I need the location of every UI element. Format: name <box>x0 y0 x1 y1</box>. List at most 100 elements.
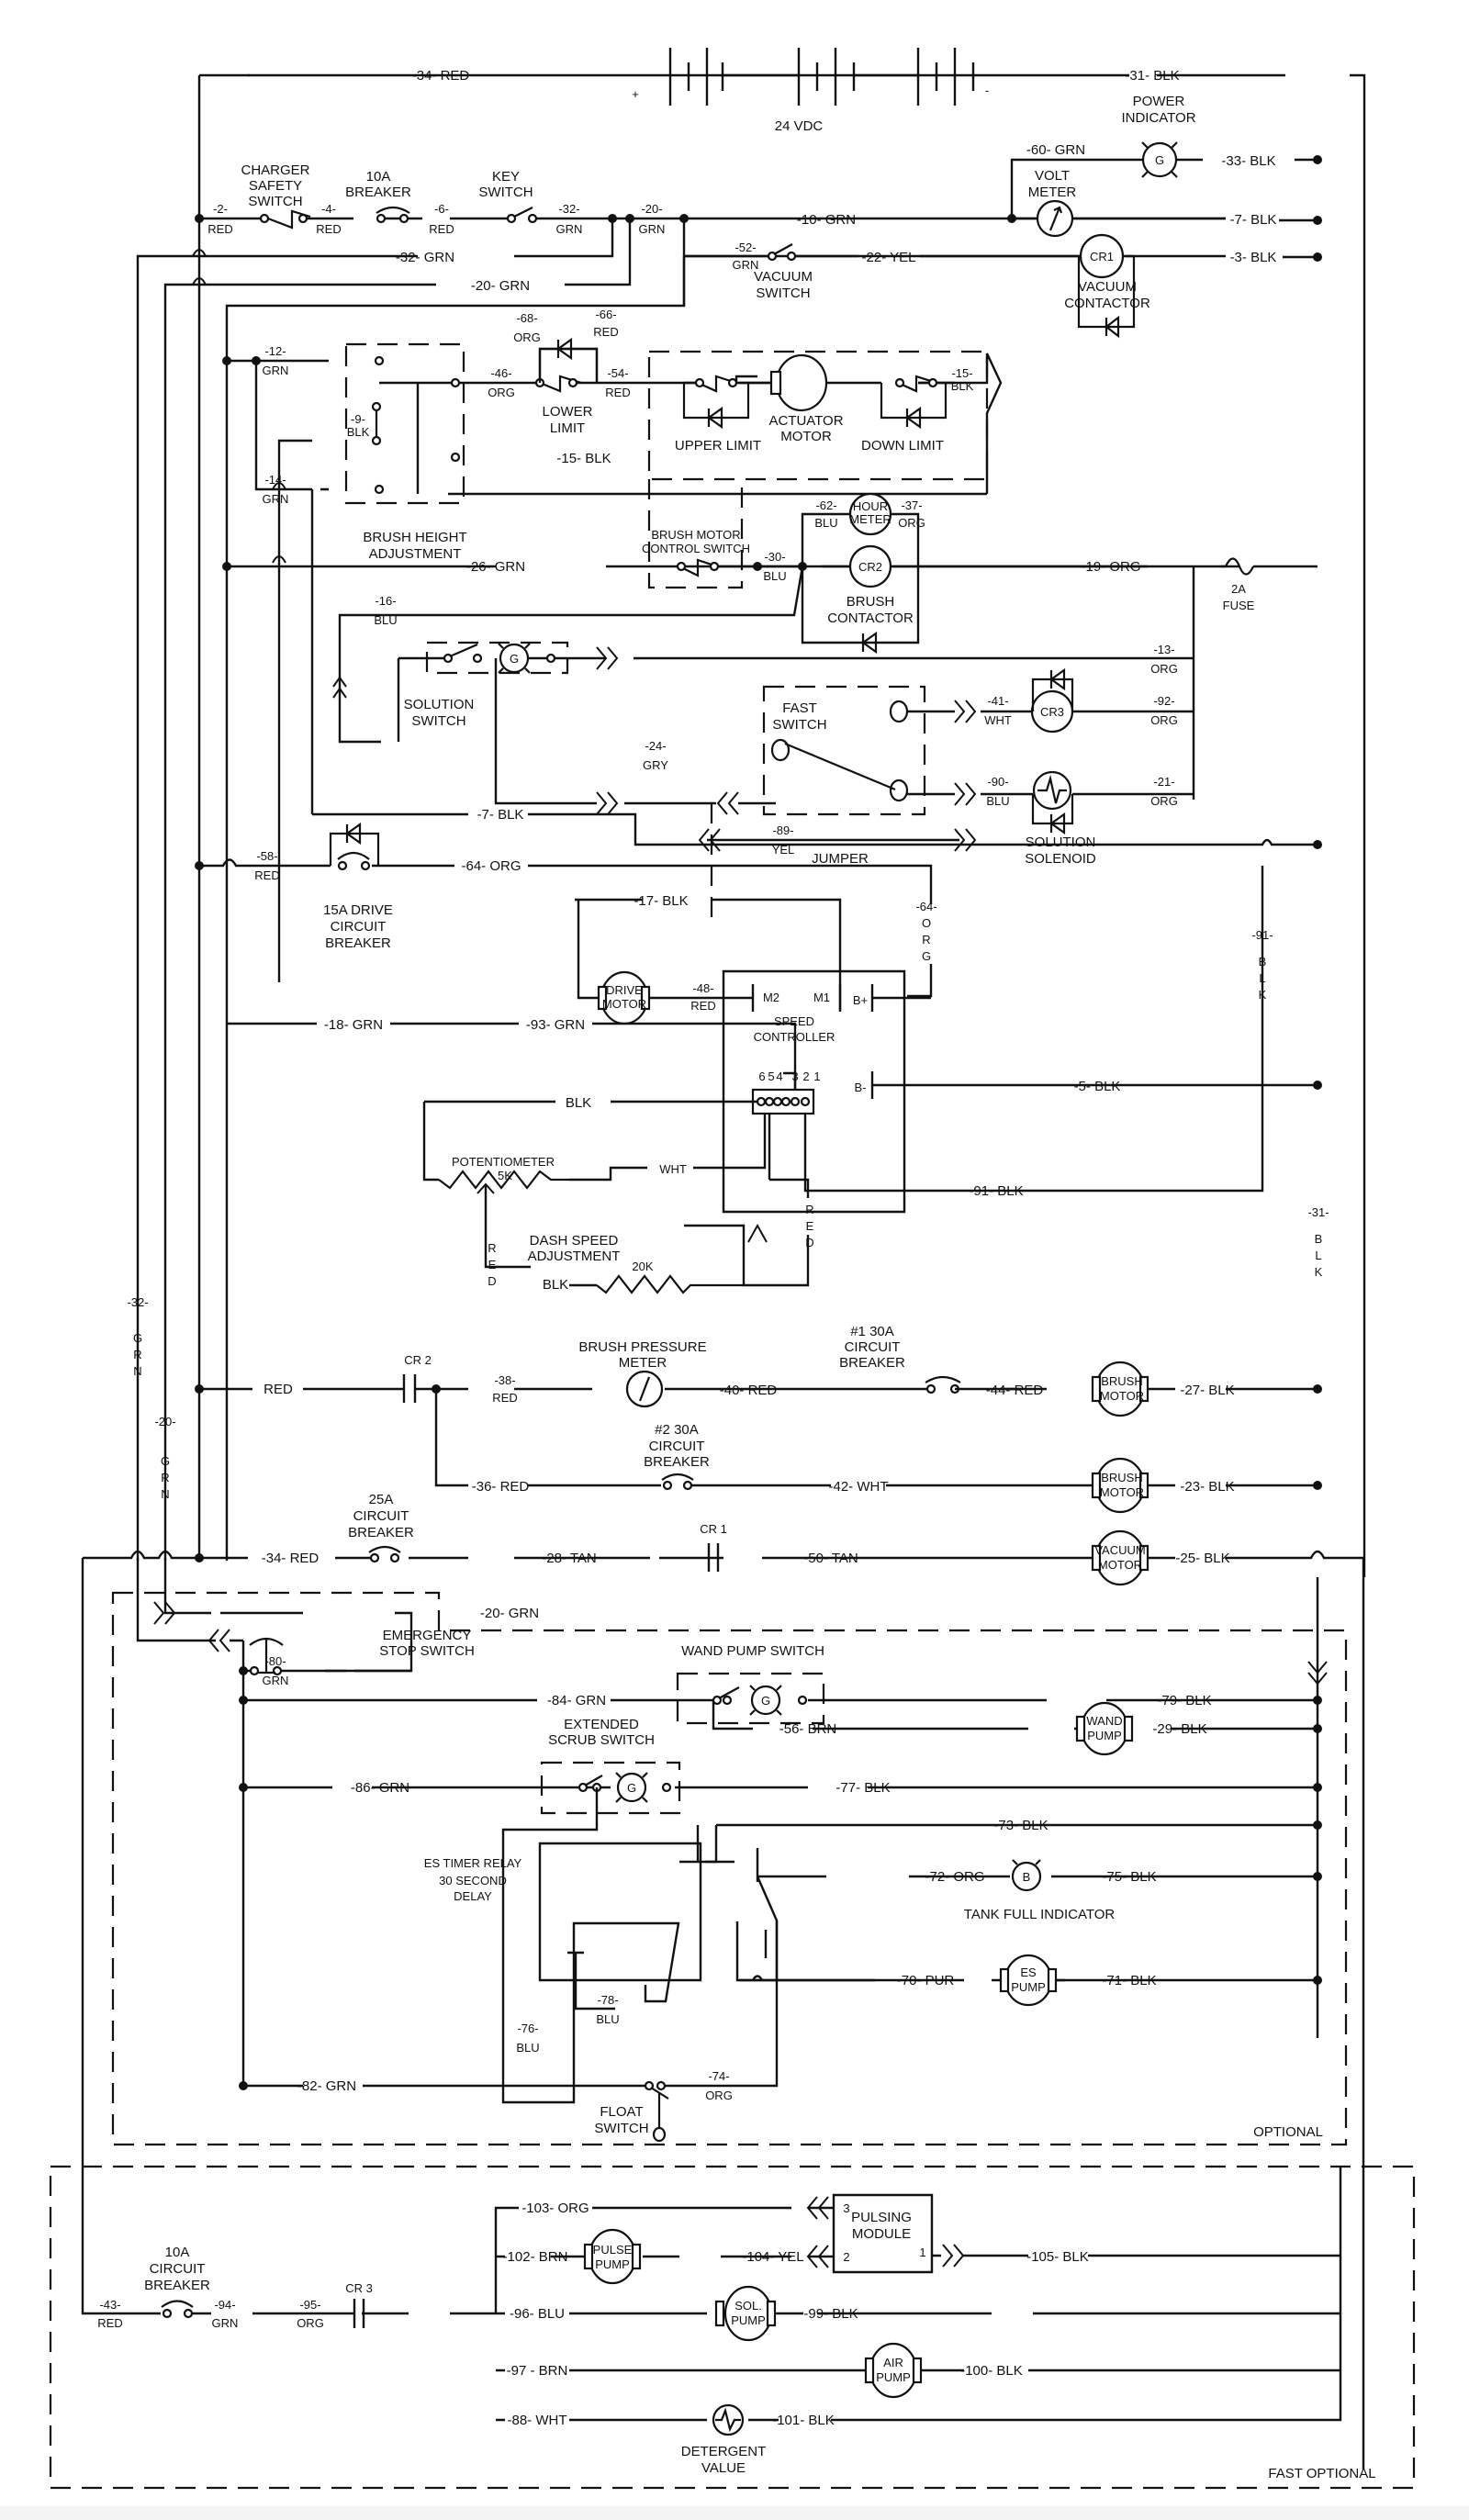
lamp-letter: G <box>761 1694 770 1708</box>
wire-label: -42- WHT <box>829 1479 889 1495</box>
wire-label: -97 - BRN <box>507 2363 568 2379</box>
wire-label: ORG <box>513 330 541 344</box>
wire-label: -31- <box>1307 1205 1329 1219</box>
wire-7-blk-path <box>312 812 1322 849</box>
breaker25-label: 25A <box>369 1492 394 1507</box>
wire-label: BLU <box>814 516 837 530</box>
wire-label: -76- <box>517 2022 538 2035</box>
wire-label: -41- <box>987 694 1008 708</box>
wire-label: D <box>805 1236 813 1249</box>
wire-label: -10- GRN <box>797 212 856 228</box>
wire-label: -75- BLK <box>1102 1869 1156 1885</box>
breaker25-label: BREAKER <box>348 1525 414 1540</box>
wire-label: -56- BRN <box>779 1721 837 1737</box>
vacuum-motor-label: MOTOR <box>1098 1558 1142 1572</box>
wire-label: -78- <box>597 1993 618 2007</box>
wire-label: -28- TAN <box>542 1551 596 1566</box>
breaker10-label: 10A <box>165 2245 190 2260</box>
lower-limit-label: LOWER <box>542 404 592 420</box>
brush-pressure-meter-label: METER <box>619 1355 667 1371</box>
breaker1-label: BREAKER <box>839 1355 905 1371</box>
wire-label: -105- BLK <box>1026 2249 1089 2265</box>
page-bottom-edge <box>0 2506 1469 2520</box>
wire-label: -32- <box>558 202 579 216</box>
wire-label: -7- BLK <box>1230 212 1277 228</box>
pin-label: 6 <box>758 1070 765 1083</box>
down-limit-label: DOWN LIMIT <box>861 438 944 454</box>
drive-circuit-breaker-row <box>195 822 933 998</box>
es-pump-label: PUMP <box>1011 1980 1046 1994</box>
wire-label: GRY <box>643 758 668 772</box>
wire-label: -38- <box>494 1373 515 1387</box>
actuator-motor-label: ACTUATOR <box>768 413 843 429</box>
wire-label: RED <box>264 1382 293 1397</box>
key-switch-row <box>136 214 1226 1561</box>
brush-height-adjustment-label: BRUSH HEIGHT <box>363 530 466 545</box>
wire-label: D <box>488 1274 496 1288</box>
wire-label: K <box>1259 988 1267 1002</box>
wire-label: -20- GRN <box>471 278 530 294</box>
pin-label: 2 <box>843 2250 849 2264</box>
brush-height-adjustment-label: ADJUSTMENT <box>369 546 462 562</box>
wire-label: -88- WHT <box>508 2413 567 2428</box>
wire-label: ORG <box>1150 794 1178 808</box>
wire-label: BLK <box>566 1095 591 1111</box>
tank-full-indicator-lamp-icon <box>1011 1859 1042 1892</box>
wire-label: R <box>488 1241 496 1255</box>
wire-label: RED <box>254 868 279 882</box>
extended-scrub-row <box>243 1761 1322 2104</box>
wire-34-label: -34- RED <box>412 68 470 84</box>
solution-solenoid-label: SOLENOID <box>1025 851 1096 867</box>
wire-label: RED <box>207 222 232 236</box>
sol-pump-label: SOL. <box>734 2299 762 2313</box>
wire-label: ORG <box>297 2316 324 2330</box>
wire-label: RED <box>605 386 630 399</box>
wire-label: -30- <box>764 550 785 564</box>
pin-label: 3 <box>843 2201 849 2215</box>
brush-contactor-label: BRUSH <box>847 594 895 610</box>
hour-meter-label: METER <box>849 512 891 526</box>
wire-label: -84- GRN <box>547 1693 606 1708</box>
brush-motor-control-switch-label: BRUSH MOTOR <box>651 528 740 542</box>
pulse-pump-label: PUMP <box>595 2257 630 2271</box>
power-indicator-lamp-icon <box>1141 141 1178 178</box>
dash-speed-label: DASH SPEED <box>530 1233 619 1249</box>
wire-label: -73- BLK <box>993 1818 1048 1833</box>
brush-motor-2-label: MOTOR <box>1100 1485 1144 1499</box>
wire-label: -52- <box>734 241 756 254</box>
wire-label: ORG <box>1150 662 1178 676</box>
wire-label: -20- <box>154 1415 175 1428</box>
breaker-10a-label: BREAKER <box>345 185 411 200</box>
wire-label: -64- <box>915 900 936 913</box>
battery-minus: - <box>985 84 989 97</box>
wand-pump-label: PUMP <box>1087 1729 1122 1742</box>
wire-label: -104- YEL <box>742 2249 803 2265</box>
potentiometer-label: 5K <box>498 1169 512 1182</box>
wire-label: BLK <box>951 379 974 393</box>
detergent-valve-icon <box>712 2403 745 2436</box>
cr2-coil-label: CR2 <box>858 560 882 574</box>
wire-label: GRN <box>639 222 666 236</box>
detergent-valve-label: DETERGENT <box>681 2444 767 2459</box>
optional-label: OPTIONAL <box>1253 2124 1323 2140</box>
wire-label: -4- <box>321 202 336 216</box>
wire-label: GRN <box>556 222 583 236</box>
potentiometer-label: POTENTIOMETER <box>452 1155 555 1169</box>
wire-label: ORG <box>488 386 515 399</box>
drive-breaker-label: 15A DRIVE <box>323 902 393 918</box>
pin-label: 2 <box>802 1070 809 1083</box>
pin-label: 1 <box>919 2246 925 2259</box>
wire-label: -82- GRN <box>297 2078 356 2094</box>
wire-label: -74- <box>708 2069 729 2083</box>
wire-label: R <box>922 933 930 946</box>
wire-label: -9- <box>351 412 365 426</box>
wire-label: BLK <box>347 425 370 439</box>
vacuum-contactor-label: CONTACTOR <box>1064 296 1150 311</box>
cr1-coil-label: CR1 <box>1090 250 1114 263</box>
lamp-letter: B <box>1023 1870 1031 1884</box>
fast-optional-wiring <box>81 2130 1342 2422</box>
breaker25-label: CIRCUIT <box>353 1508 409 1524</box>
wire-label: -23- BLK <box>1180 1479 1234 1495</box>
wire-label: -44- RED <box>986 1383 1044 1398</box>
